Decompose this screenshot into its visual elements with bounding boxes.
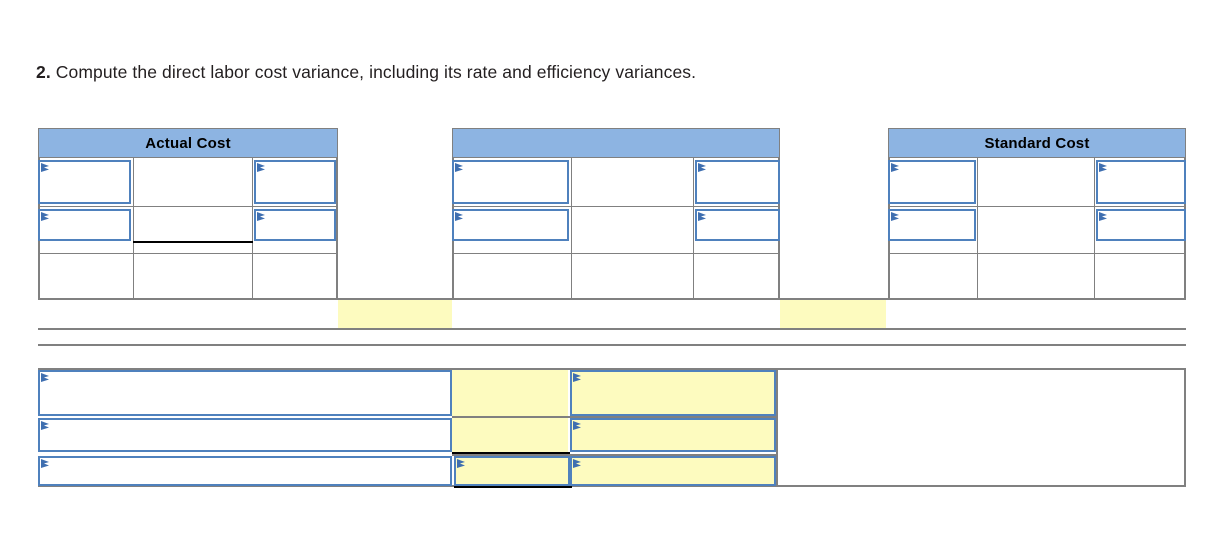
standard-cost-header: Standard Cost bbox=[888, 128, 1186, 158]
cell-marker-icon bbox=[41, 163, 52, 174]
bottom-bottom-rule bbox=[38, 485, 1186, 487]
group2-row2-rule bbox=[452, 206, 780, 207]
variance-row-1-label-input[interactable] bbox=[38, 370, 452, 416]
group3-row2-rule bbox=[888, 206, 1186, 207]
variance-row-2-amount-input[interactable] bbox=[570, 418, 776, 452]
page-title: 2. Compute the direct labor cost varianc… bbox=[36, 62, 696, 83]
section-divider-rule bbox=[38, 344, 1186, 346]
actual-cost-header: Actual Cost bbox=[38, 128, 338, 158]
cell-marker-icon bbox=[455, 163, 466, 174]
cell-marker-icon bbox=[455, 212, 466, 223]
middle-r1c3-input[interactable] bbox=[695, 160, 780, 204]
actual-cost-r2c1-input[interactable] bbox=[38, 209, 131, 241]
actual-cost-r1c1-input[interactable] bbox=[38, 160, 131, 204]
cell-marker-icon bbox=[1099, 212, 1110, 223]
total-row-top-rule bbox=[38, 298, 1186, 300]
cell-marker-icon bbox=[698, 163, 709, 174]
middle-r1c1-input[interactable] bbox=[452, 160, 569, 204]
variance-row-3-label-input[interactable] bbox=[38, 456, 452, 486]
group1-col1-rule bbox=[133, 158, 134, 298]
variance-row-2-label-input[interactable] bbox=[38, 418, 452, 452]
cell-marker-icon bbox=[257, 163, 268, 174]
standard-cost-r2c3-input[interactable] bbox=[1096, 209, 1186, 241]
bottom-right-rule bbox=[1184, 368, 1186, 487]
question-number: 2. bbox=[36, 62, 56, 82]
group1-col2-rule bbox=[252, 158, 253, 298]
cell-marker-icon bbox=[573, 421, 584, 432]
group1-row3-rule bbox=[38, 253, 338, 254]
bottom-row2-rule bbox=[452, 454, 778, 456]
group3-col1-rule bbox=[977, 158, 978, 298]
variance-row-1-mid-highlight[interactable] bbox=[452, 370, 568, 416]
variance-row-2-underline bbox=[452, 452, 570, 454]
group2-col1-rule bbox=[571, 158, 572, 298]
actual-cost-subtotal-underline bbox=[133, 241, 253, 243]
total-row-bottom-rule bbox=[38, 328, 1186, 330]
cell-marker-icon bbox=[1099, 163, 1110, 174]
standard-cost-r1c1-input[interactable] bbox=[888, 160, 976, 204]
variance-row-3-mid-input[interactable] bbox=[454, 456, 570, 486]
standard-cost-r2c1-input[interactable] bbox=[888, 209, 976, 241]
cell-marker-icon bbox=[41, 212, 52, 223]
actual-cost-r2c3-input[interactable] bbox=[254, 209, 336, 241]
variance-highlight-cell-1[interactable] bbox=[338, 300, 452, 328]
group2-row3-rule bbox=[452, 253, 780, 254]
cell-marker-icon bbox=[257, 212, 268, 223]
cell-marker-icon bbox=[457, 459, 468, 470]
cell-marker-icon bbox=[698, 212, 709, 223]
cell-marker-icon bbox=[573, 373, 584, 384]
actual-cost-r1c3-input[interactable] bbox=[254, 160, 336, 204]
question-text: Compute the direct labor cost variance, … bbox=[55, 62, 697, 82]
variance-row-1-amount-input[interactable] bbox=[570, 370, 776, 416]
cell-marker-icon bbox=[891, 212, 902, 223]
variance-row-2-mid-highlight[interactable] bbox=[452, 418, 568, 452]
middle-r2c1-input[interactable] bbox=[452, 209, 569, 241]
variance-highlight-cell-2[interactable] bbox=[780, 300, 886, 328]
cell-marker-icon bbox=[573, 459, 584, 470]
middle-r2c3-input[interactable] bbox=[695, 209, 780, 241]
cell-marker-icon bbox=[891, 163, 902, 174]
bottom-row1-rule bbox=[452, 416, 778, 418]
group1-right-rule bbox=[336, 158, 338, 298]
middle-group-header bbox=[452, 128, 780, 158]
bottom-top-rule bbox=[38, 368, 1186, 370]
group2-col2-rule bbox=[693, 158, 694, 298]
top-variance-table: Actual Cost bbox=[38, 128, 1186, 346]
variance-row-3-amount-input[interactable] bbox=[570, 456, 776, 486]
group3-row3-rule bbox=[888, 253, 1186, 254]
group1-row2-rule bbox=[38, 206, 338, 207]
cell-marker-icon bbox=[41, 459, 52, 470]
cell-marker-icon bbox=[41, 373, 52, 384]
bottom-col-divider-rule bbox=[776, 368, 778, 487]
group3-col2-rule bbox=[1094, 158, 1095, 298]
variance-row-3-underline bbox=[454, 486, 572, 488]
cell-marker-icon bbox=[41, 421, 52, 432]
standard-cost-r1c3-input[interactable] bbox=[1096, 160, 1186, 204]
